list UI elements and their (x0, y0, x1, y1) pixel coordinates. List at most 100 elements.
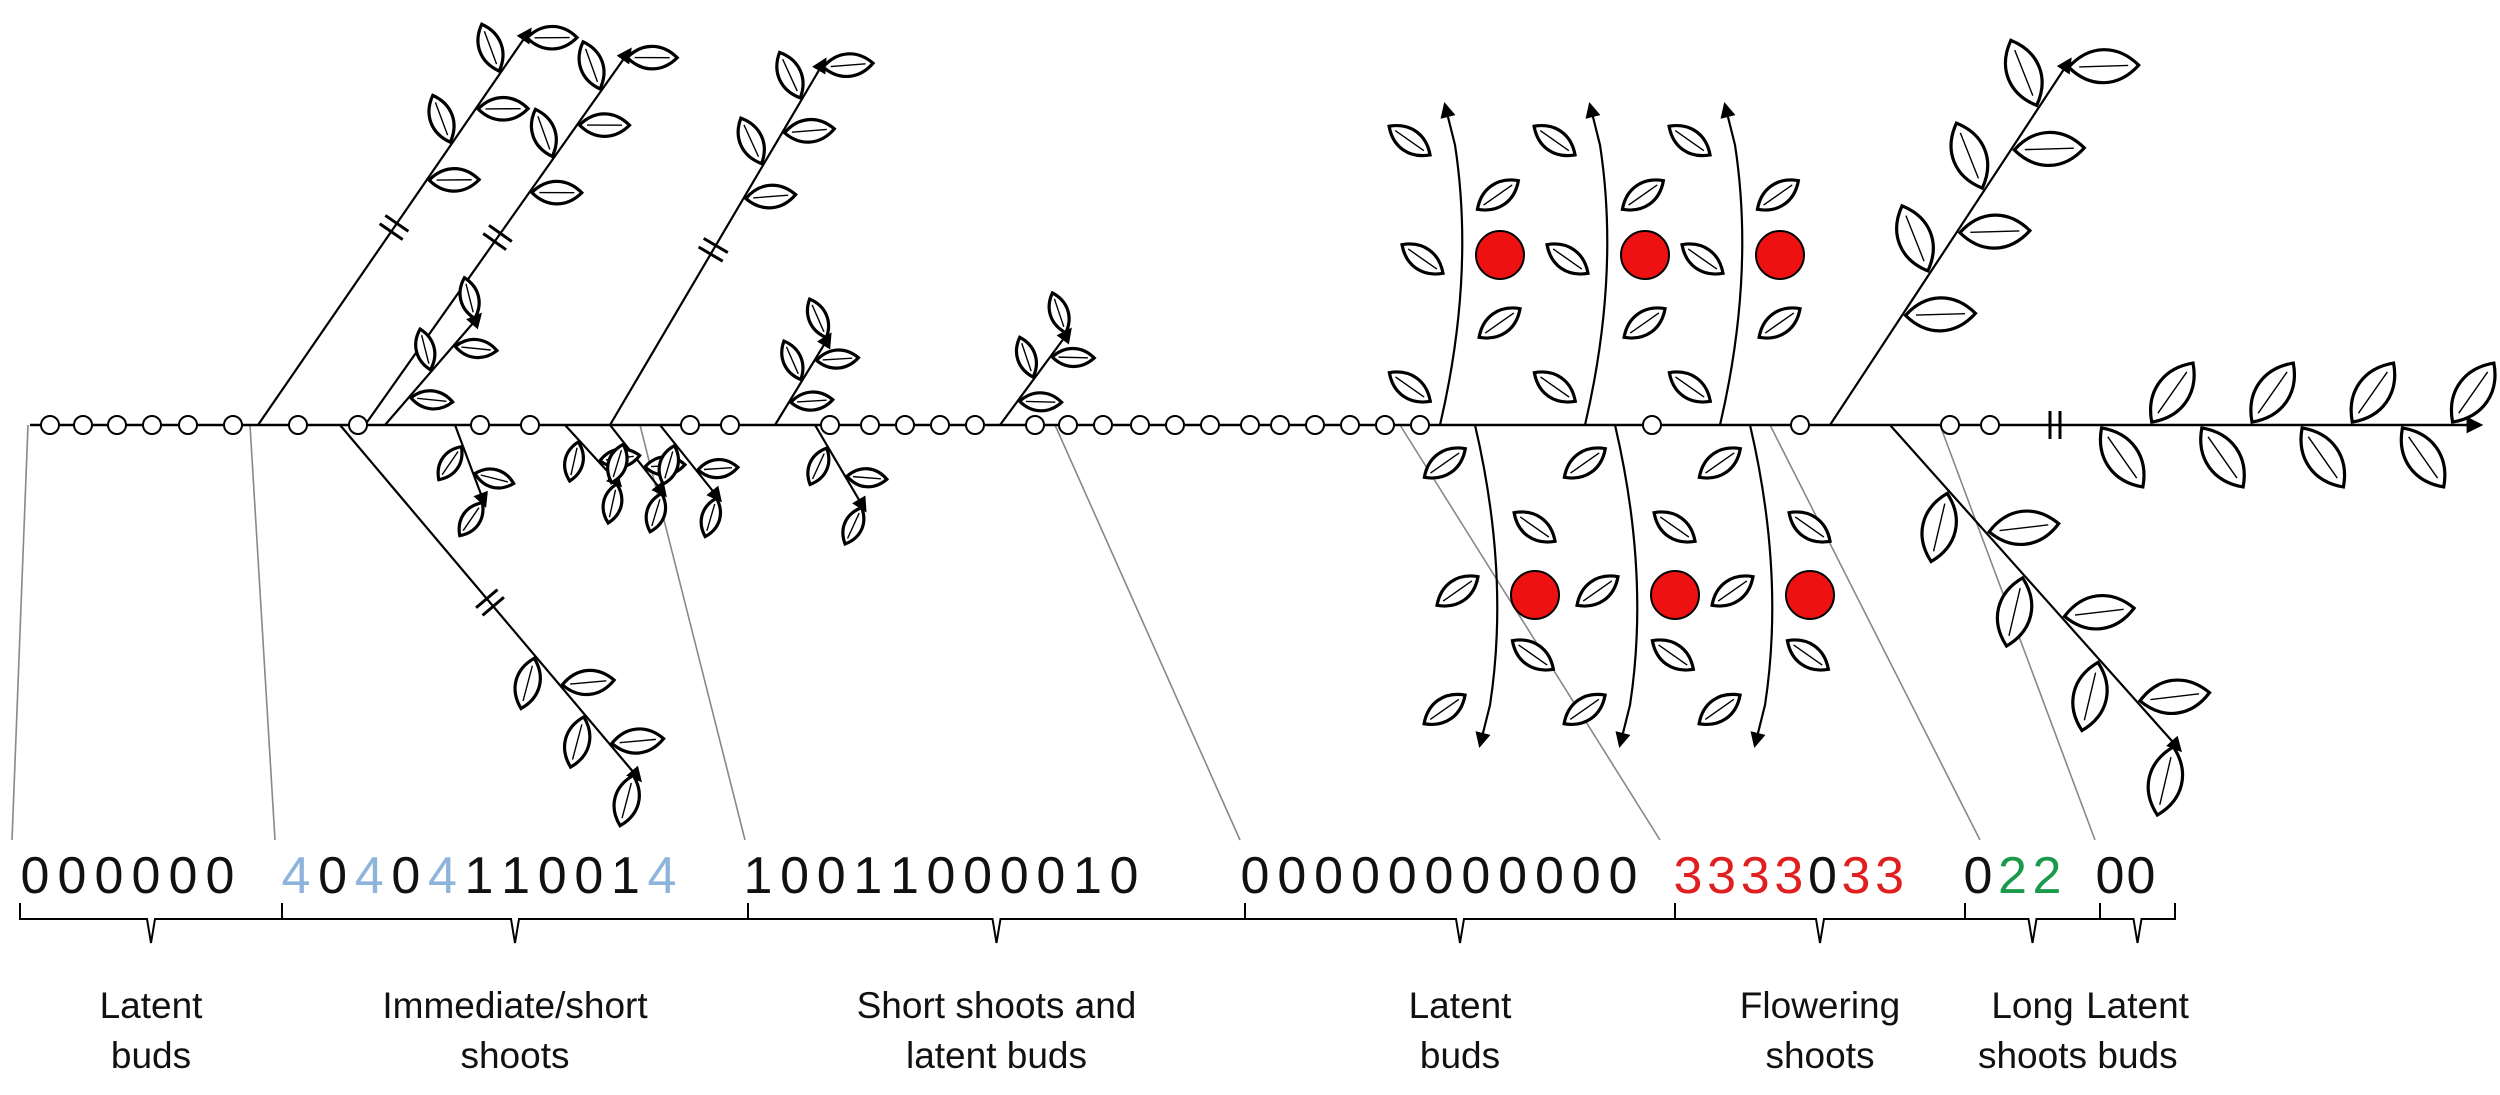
zone-brace (1245, 903, 1675, 943)
zone-label-line1: Latent (1409, 985, 1513, 1026)
leaf-icon (561, 668, 615, 697)
leaf-icon (1616, 171, 1670, 218)
leaf-icon (2014, 131, 2085, 166)
leaf-icon (410, 389, 454, 411)
leaf-icon (1693, 439, 1747, 486)
zone-label-line2: buds (111, 1035, 191, 1076)
sequence-digit: 0 (132, 847, 161, 905)
bud-circle-icon (1941, 416, 1959, 434)
bud-circle-icon (1791, 416, 1809, 434)
leaf-icon (579, 114, 629, 137)
leaf-icon (611, 727, 665, 756)
leaf-icon (697, 496, 726, 539)
bud-circle-icon (1981, 416, 1999, 434)
bud-circle-icon (224, 416, 242, 434)
bud-circle-icon (1026, 416, 1044, 434)
leaf-icon (1706, 567, 1760, 614)
connector-line (640, 425, 745, 840)
sequence-digit: 0 (574, 847, 603, 905)
sequence-digit: 0 (1572, 847, 1601, 905)
bud-circle-icon (966, 416, 984, 434)
flowering-shoot (1475, 425, 1497, 745)
leaf-icon (627, 46, 677, 69)
connector-line (250, 425, 275, 840)
leaf-icon (1753, 299, 1807, 346)
flowering-shoot (1615, 425, 1637, 745)
sequence-digit: 0 (1036, 847, 1065, 905)
leaf-icon (1528, 363, 1582, 410)
bud-circle-icon (1341, 416, 1359, 434)
leaf-icon (429, 168, 479, 191)
sequence-digit: 0 (1351, 847, 1380, 905)
bud-circle-icon (1059, 416, 1077, 434)
zone-label-line2: buds (2097, 1035, 2177, 1076)
zone-label-line1: Flowering (1740, 985, 1900, 1026)
leaf-icon (2439, 354, 2500, 432)
leaf-icon (745, 183, 797, 209)
sequence-digit: 1 (853, 847, 882, 905)
leaf-icon (1473, 299, 1527, 346)
leaf-icon (2238, 354, 2306, 432)
leaf-icon (2063, 592, 2136, 633)
leaf-icon (1418, 686, 1472, 733)
leaf-icon (1571, 567, 1625, 614)
bud-circle-icon (821, 416, 839, 434)
leaf-icon (1396, 235, 1450, 282)
fruit-icon (1476, 231, 1524, 279)
leaf-icon (1431, 567, 1485, 614)
sequence-digit: 0 (2127, 847, 2156, 905)
leaf-icon (1915, 490, 1963, 566)
leaf-icon (454, 337, 498, 359)
leaf-icon (837, 504, 870, 548)
leaf-icon (1676, 235, 1730, 282)
bud-circle-icon (1166, 416, 1184, 434)
leaf-vein (1026, 401, 1055, 402)
leaf-icon (1508, 503, 1562, 550)
bud-circle-icon (74, 416, 92, 434)
leaf-icon (478, 97, 528, 120)
bud-circle-icon (1241, 416, 1259, 434)
zone-label-line1: Latent (2086, 985, 2190, 1026)
bud-circle-icon (179, 416, 197, 434)
leaf-icon (2066, 659, 2114, 735)
bud-circle-icon (896, 416, 914, 434)
bud-circle-icon (681, 416, 699, 434)
leaf-icon (532, 181, 582, 204)
leaf-blade (2439, 354, 2500, 432)
leaf-icon (1383, 117, 1437, 164)
sequence-digit: 0 (1535, 847, 1564, 905)
sequence-digit: 0 (206, 847, 235, 905)
flowering-shoot (1585, 105, 1607, 425)
leaf-icon (2138, 354, 2206, 432)
bud-circle-icon (1094, 416, 1112, 434)
sequence-digit: 3 (1741, 847, 1770, 905)
bud-circle-icon (1376, 416, 1394, 434)
sequence-digit: 0 (1964, 847, 1993, 905)
shoot-branch (1830, 60, 2070, 425)
sequence-digit: 0 (169, 847, 198, 905)
leaf-icon (1383, 363, 1437, 410)
sequence-digit: 0 (1808, 847, 1837, 905)
leaf-icon (846, 467, 887, 488)
sequence-digit: 0 (1314, 847, 1343, 905)
sequence-digit: 1 (1073, 847, 1102, 905)
leaf-icon (1052, 348, 1094, 367)
zone-label-line2: shoots (1765, 1035, 1874, 1076)
leaf-icon (1648, 503, 1702, 550)
leaf-icon (1751, 171, 1805, 218)
sequence-digit: 0 (1388, 847, 1417, 905)
sequence-digit: 4 (648, 847, 677, 905)
zone-braces (20, 903, 2175, 943)
bud-circle-icon (1201, 416, 1219, 434)
sequence-digit: 2 (2033, 847, 2062, 905)
zone-label-line1: Short shoots and (857, 985, 1137, 1026)
sequence-digit: 3 (1674, 847, 1703, 905)
sequence-digit: 0 (538, 847, 567, 905)
flowering-shoot (1440, 105, 1462, 425)
leaf-icon (2289, 418, 2357, 496)
leaf-icon (1558, 686, 1612, 733)
sequence-digit: 4 (355, 847, 384, 905)
leaf-icon (697, 458, 738, 479)
zone-brace (20, 903, 282, 943)
